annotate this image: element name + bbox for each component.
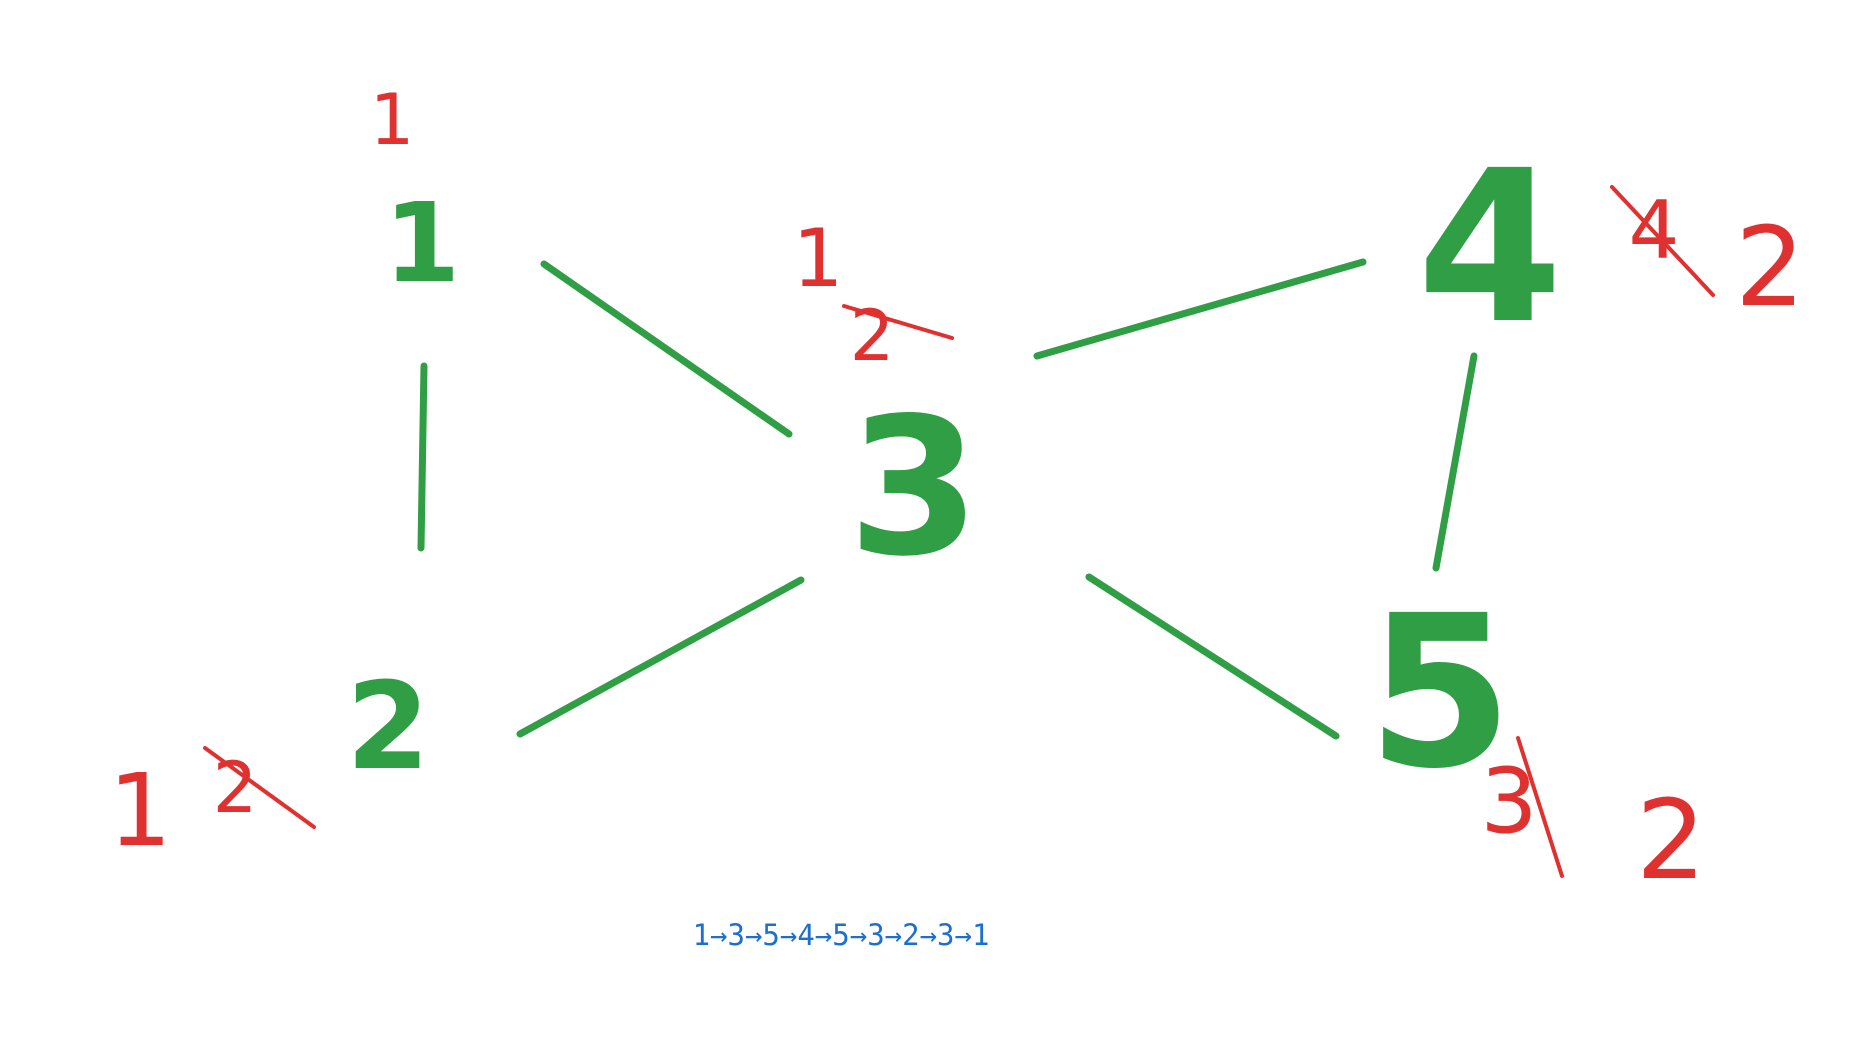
node-4-degree-label: 2 [1735, 203, 1805, 331]
node-3-first-degree-label: 1 [793, 212, 844, 305]
node-4-strike-mark [1610, 185, 1715, 297]
node-3-second-degree-label: 2 [850, 295, 895, 377]
node-2: 2 [346, 658, 430, 797]
graph-edges [417, 258, 1478, 740]
euler-path-caption: 1→3→5→4→5→3→2→3→1 [692, 918, 990, 952]
edge-1-3 [540, 260, 793, 438]
edge-1-2 [417, 362, 428, 552]
node-5: 5 [1367, 570, 1513, 815]
edge-4-5 [1432, 352, 1478, 572]
node-3: 3 [848, 377, 980, 598]
node-5-crossed-degree-label: 3 [1480, 749, 1537, 854]
node-1: 1 [384, 179, 461, 307]
node-5-strike-mark [1516, 736, 1564, 878]
degree-annotations: 1 2 1 1 2 4 2 3 2 [108, 79, 1805, 904]
node-1-degree-label: 1 [370, 79, 415, 161]
edge-3-5 [1085, 573, 1340, 740]
edge-2-3 [516, 576, 805, 738]
node-2-strike-mark [203, 746, 316, 829]
edge-3-4 [1033, 258, 1367, 360]
graph-nodes: 1 2 3 4 5 [346, 125, 1563, 815]
node-3-strike-mark [842, 304, 954, 340]
node-5-degree-label: 2 [1636, 776, 1706, 904]
node-2-degree-label: 1 [108, 752, 172, 869]
node-4: 4 [1417, 125, 1563, 370]
